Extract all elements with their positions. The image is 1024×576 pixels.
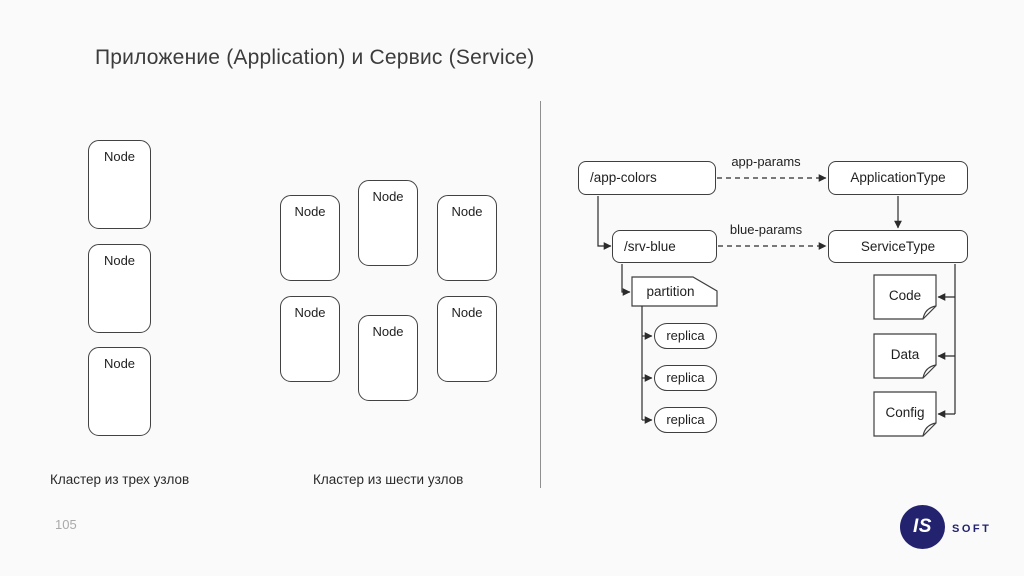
- document-shape-code: [873, 274, 937, 320]
- service-type-box: ServiceType: [828, 230, 968, 263]
- node-box: Node: [280, 296, 340, 382]
- app-params-label: app-params: [731, 154, 801, 169]
- node-label: Node: [103, 356, 136, 371]
- page-number: 105: [55, 517, 77, 532]
- document-label-config: Config: [885, 405, 925, 420]
- node-label: Node: [451, 204, 483, 219]
- document-fold-data: [922, 364, 937, 379]
- node-box: Node: [358, 180, 418, 266]
- node-label: Node: [294, 204, 326, 219]
- node-box: Node: [437, 296, 497, 382]
- partition-label: partition: [646, 284, 695, 299]
- node-box: Node: [88, 347, 151, 436]
- application-type-box: ApplicationType: [828, 161, 968, 195]
- node-box: Node: [280, 195, 340, 281]
- issoft-logo-icon: IS: [900, 505, 945, 549]
- issoft-logo: IS SOFT: [898, 504, 998, 552]
- replica-pill: replica: [654, 407, 717, 433]
- partition-shape: [631, 276, 718, 307]
- document-fold-code: [922, 305, 937, 320]
- document-shape-config: [873, 391, 937, 437]
- document-label-data: Data: [890, 347, 920, 362]
- znode-srv-blue-box: /srv-blue: [612, 230, 717, 263]
- document-fold-config: [922, 422, 937, 437]
- node-label: Node: [294, 305, 326, 320]
- cluster-six-caption: Кластер из шести узлов: [313, 472, 464, 487]
- node-label: Node: [372, 189, 404, 204]
- document-shape-data: [873, 333, 937, 379]
- node-label: Node: [451, 305, 483, 320]
- diagram-connectors: ApplicationType --> ServiceType -->: [597, 174, 956, 437]
- node-label: Node: [103, 253, 136, 268]
- replica-pill: replica: [654, 365, 717, 391]
- node-label: Node: [103, 149, 136, 164]
- document-label-code: Code: [888, 288, 922, 303]
- cluster-three-caption: Кластер из трех узлов: [50, 472, 190, 487]
- section-divider: [540, 101, 541, 488]
- node-box: Node: [437, 195, 497, 281]
- node-box: Node: [358, 315, 418, 401]
- replica-pill: replica: [654, 323, 717, 349]
- node-box: Node: [88, 140, 151, 229]
- slide-title: Приложение (Application) и Сервис (Servi…: [95, 46, 535, 69]
- node-label: Node: [372, 324, 404, 339]
- edge-srvblue-to-partition: [621, 264, 631, 296]
- edge-appcolors-to-srvblue: [597, 196, 612, 250]
- blue-params-label: blue-params: [729, 222, 803, 237]
- issoft-logo-text: SOFT: [952, 523, 992, 535]
- znode-app-colors-box: /app-colors: [578, 161, 716, 195]
- node-box: Node: [88, 244, 151, 333]
